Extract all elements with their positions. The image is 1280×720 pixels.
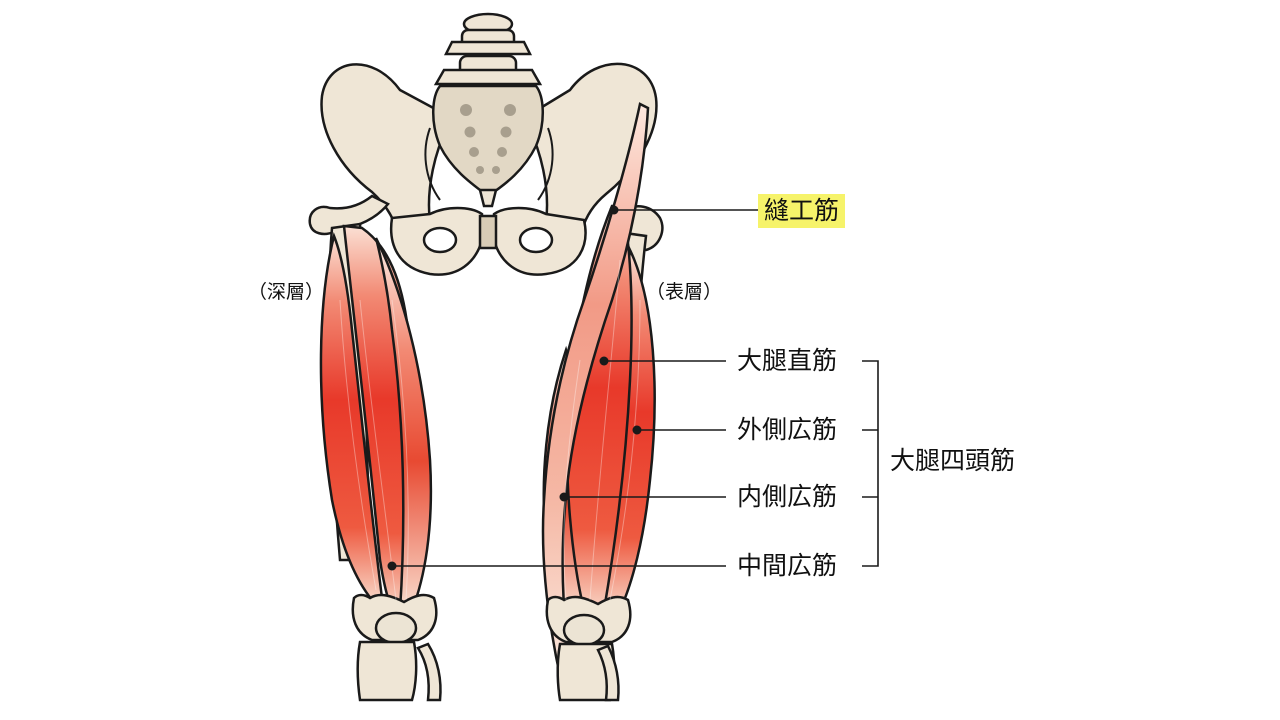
sacrum xyxy=(432,84,544,198)
right-patella xyxy=(562,613,606,647)
label-vastus-medialis: 内側広筋 xyxy=(737,482,838,511)
pelvis xyxy=(320,12,658,276)
right-obturator-foramen xyxy=(518,226,554,254)
dot-sartorius xyxy=(609,205,619,215)
left-knee xyxy=(351,593,442,702)
coccyx xyxy=(478,188,498,208)
muscle-fibers xyxy=(339,259,641,601)
label-quadriceps: 大腿四頭筋 xyxy=(890,446,1016,475)
label-sartorius: 縫工筋 xyxy=(758,194,846,228)
quadriceps-bracket xyxy=(862,360,879,567)
sacral-foramina xyxy=(460,104,516,174)
label-superficial-layer: （表層） xyxy=(646,281,723,303)
right-superficial-quadriceps xyxy=(541,102,656,678)
right-fibula xyxy=(596,644,620,702)
dot-vastus-lateralis xyxy=(632,425,642,435)
dot-vastus-medialis xyxy=(559,492,569,502)
left-patella xyxy=(374,611,418,645)
dot-rectus-femoris xyxy=(599,356,609,366)
label-deep-layer: （深層） xyxy=(248,281,325,303)
label-rectus-femoris: 大腿直筋 xyxy=(737,346,838,375)
left-deep-quadriceps xyxy=(319,224,433,612)
left-tibia xyxy=(356,640,418,702)
left-obturator-foramen xyxy=(422,226,458,254)
right-ilium xyxy=(522,62,658,232)
left-fibula xyxy=(416,642,442,702)
label-vastus-lateralis: 外側広筋 xyxy=(737,415,838,444)
right-knee xyxy=(545,595,632,702)
pubic-symphysis xyxy=(478,214,498,250)
label-vastus-intermedius: 中間広筋 xyxy=(737,551,838,580)
leader-dots xyxy=(387,205,642,571)
leader-lines xyxy=(392,209,879,567)
dot-vastus-intermedius xyxy=(387,561,397,571)
